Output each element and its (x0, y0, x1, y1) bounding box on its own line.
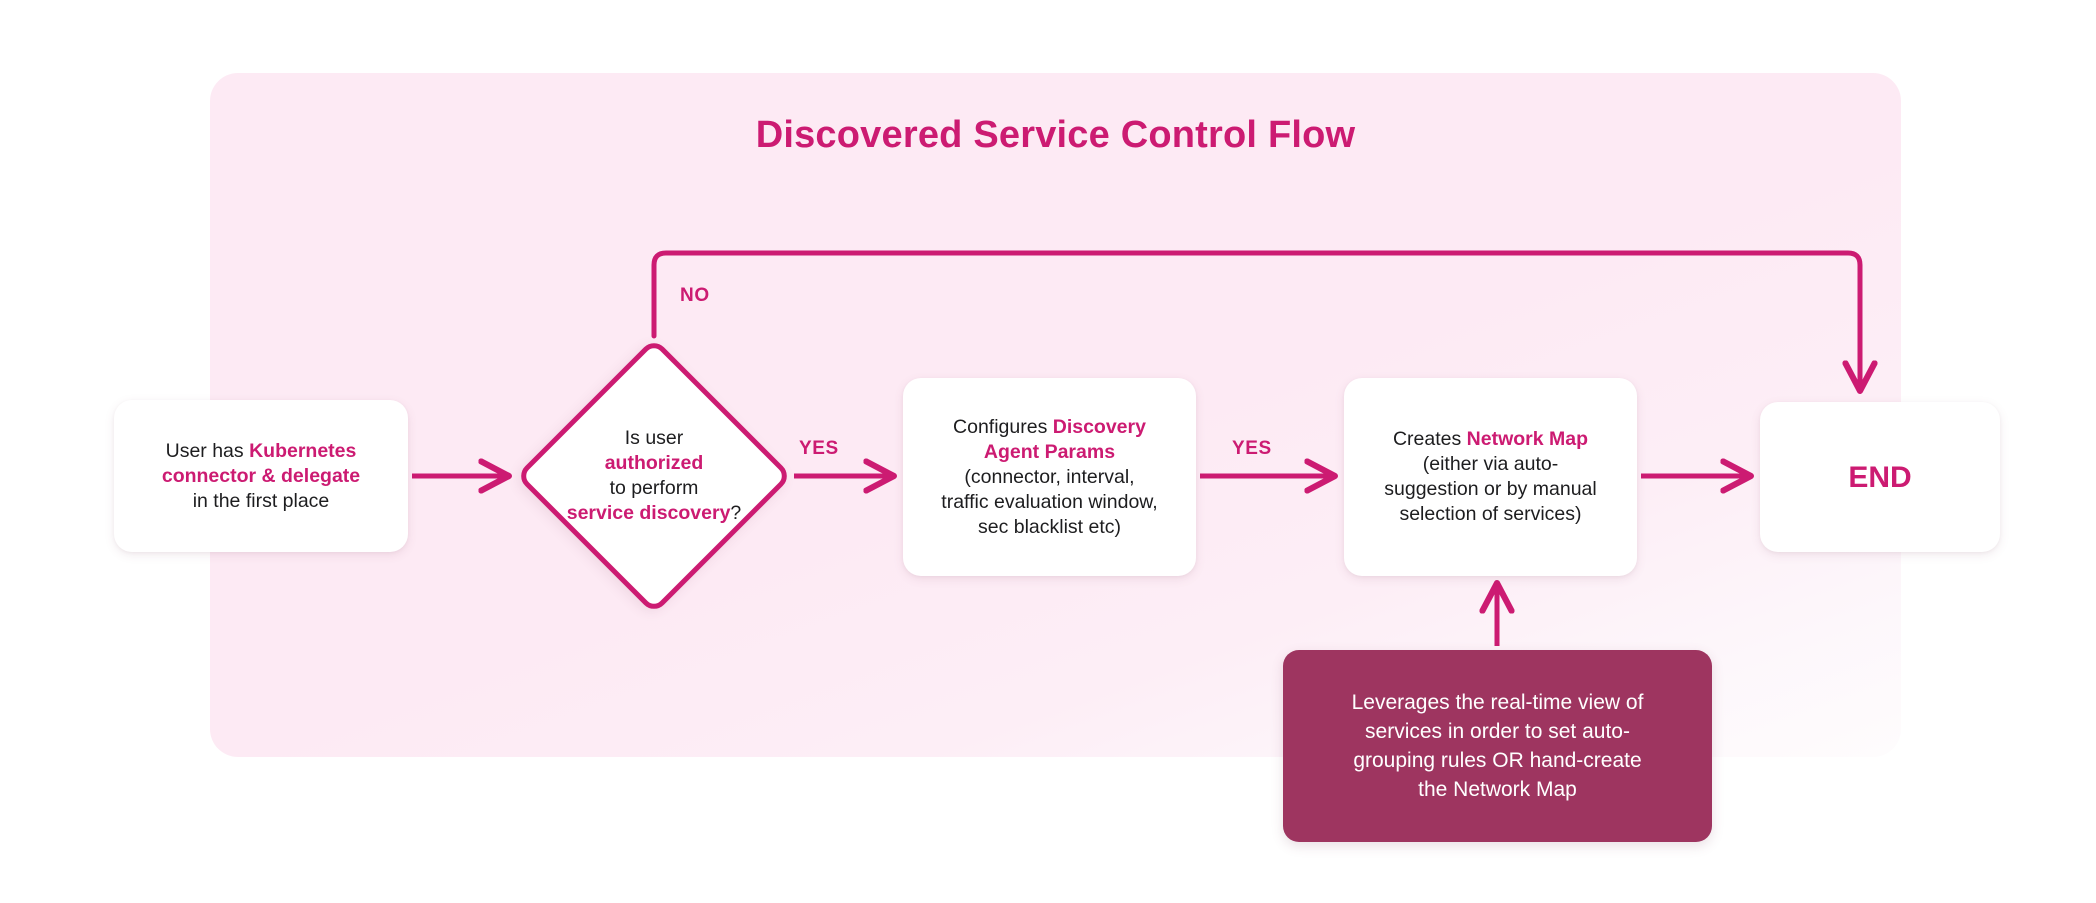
flow-node-networkmap-label: Creates Network Map(either via auto-sugg… (1384, 428, 1597, 525)
flow-node-end-label: END (1848, 460, 1912, 494)
flow-node-networkmap[interactable]: Creates Network Map(either via auto-sugg… (1344, 378, 1637, 576)
flow-node-end[interactable]: END (1760, 402, 2000, 552)
edge-label-yes-1: YES (799, 438, 839, 459)
edge-label-yes-2: YES (1232, 438, 1272, 459)
page-title: Discovered Service Control Flow (755, 114, 1356, 156)
edge-label-no: NO (680, 285, 710, 306)
